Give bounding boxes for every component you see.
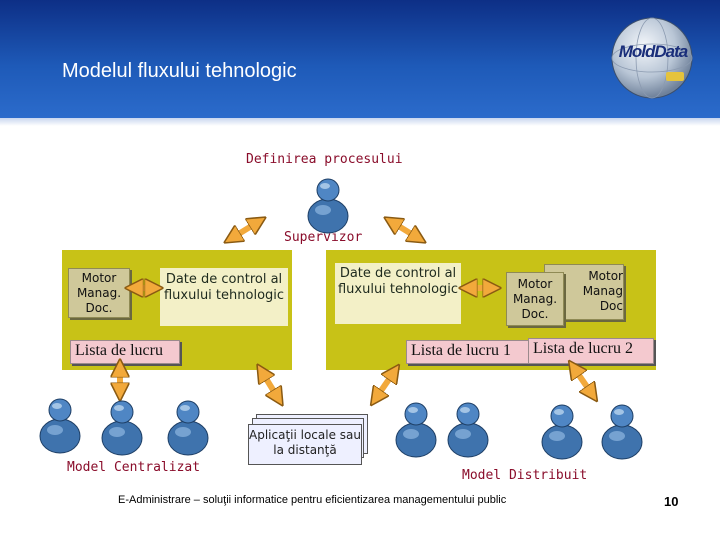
worklist-1: Lista de lucru 1	[406, 340, 530, 364]
supervisor-person-icon	[307, 178, 349, 234]
supervisor-label: Supervizor	[284, 230, 363, 245]
arrow-supervisor-right	[392, 222, 418, 238]
distributed-model-caption: Model Distribuit	[462, 468, 588, 483]
engine-box-distributed-front: Motor Manag. Doc.	[506, 272, 564, 326]
user-person-icon-5	[447, 402, 489, 458]
control-data-centralized: Date de control al fluxului tehnologic	[160, 268, 288, 326]
footer-text: E-Administrare – soluţii informatice pen…	[118, 494, 507, 506]
user-person-icon-6	[541, 404, 583, 460]
header-band	[0, 118, 720, 126]
arrow-supervisor-left	[232, 222, 258, 238]
page-number: 10	[664, 494, 679, 509]
user-person-icon-2	[101, 400, 143, 456]
user-person-icon-3	[167, 400, 209, 456]
user-person-icon-1	[39, 398, 81, 454]
arrow-apps-right	[376, 372, 394, 398]
process-definition-label: Definirea procesului	[246, 152, 403, 167]
slide-header	[0, 0, 720, 120]
user-person-icon-7	[601, 404, 643, 460]
user-person-icon-4	[395, 402, 437, 458]
centralized-model-caption: Model Centralizat	[67, 460, 201, 475]
worklist-centralized: Lista de lucru	[70, 340, 180, 364]
applications-box: Aplicaţii locale sau la distanţă	[248, 424, 362, 465]
arrow-worklist-right	[574, 368, 592, 394]
slide-title: Modelul fluxului tehnologic	[62, 60, 297, 82]
arrow-apps-left	[262, 372, 278, 398]
control-data-distributed: Date de control al fluxului tehnologic	[335, 263, 461, 324]
logo-text: MoldData	[618, 42, 689, 61]
logo-globe-icon	[611, 17, 693, 99]
